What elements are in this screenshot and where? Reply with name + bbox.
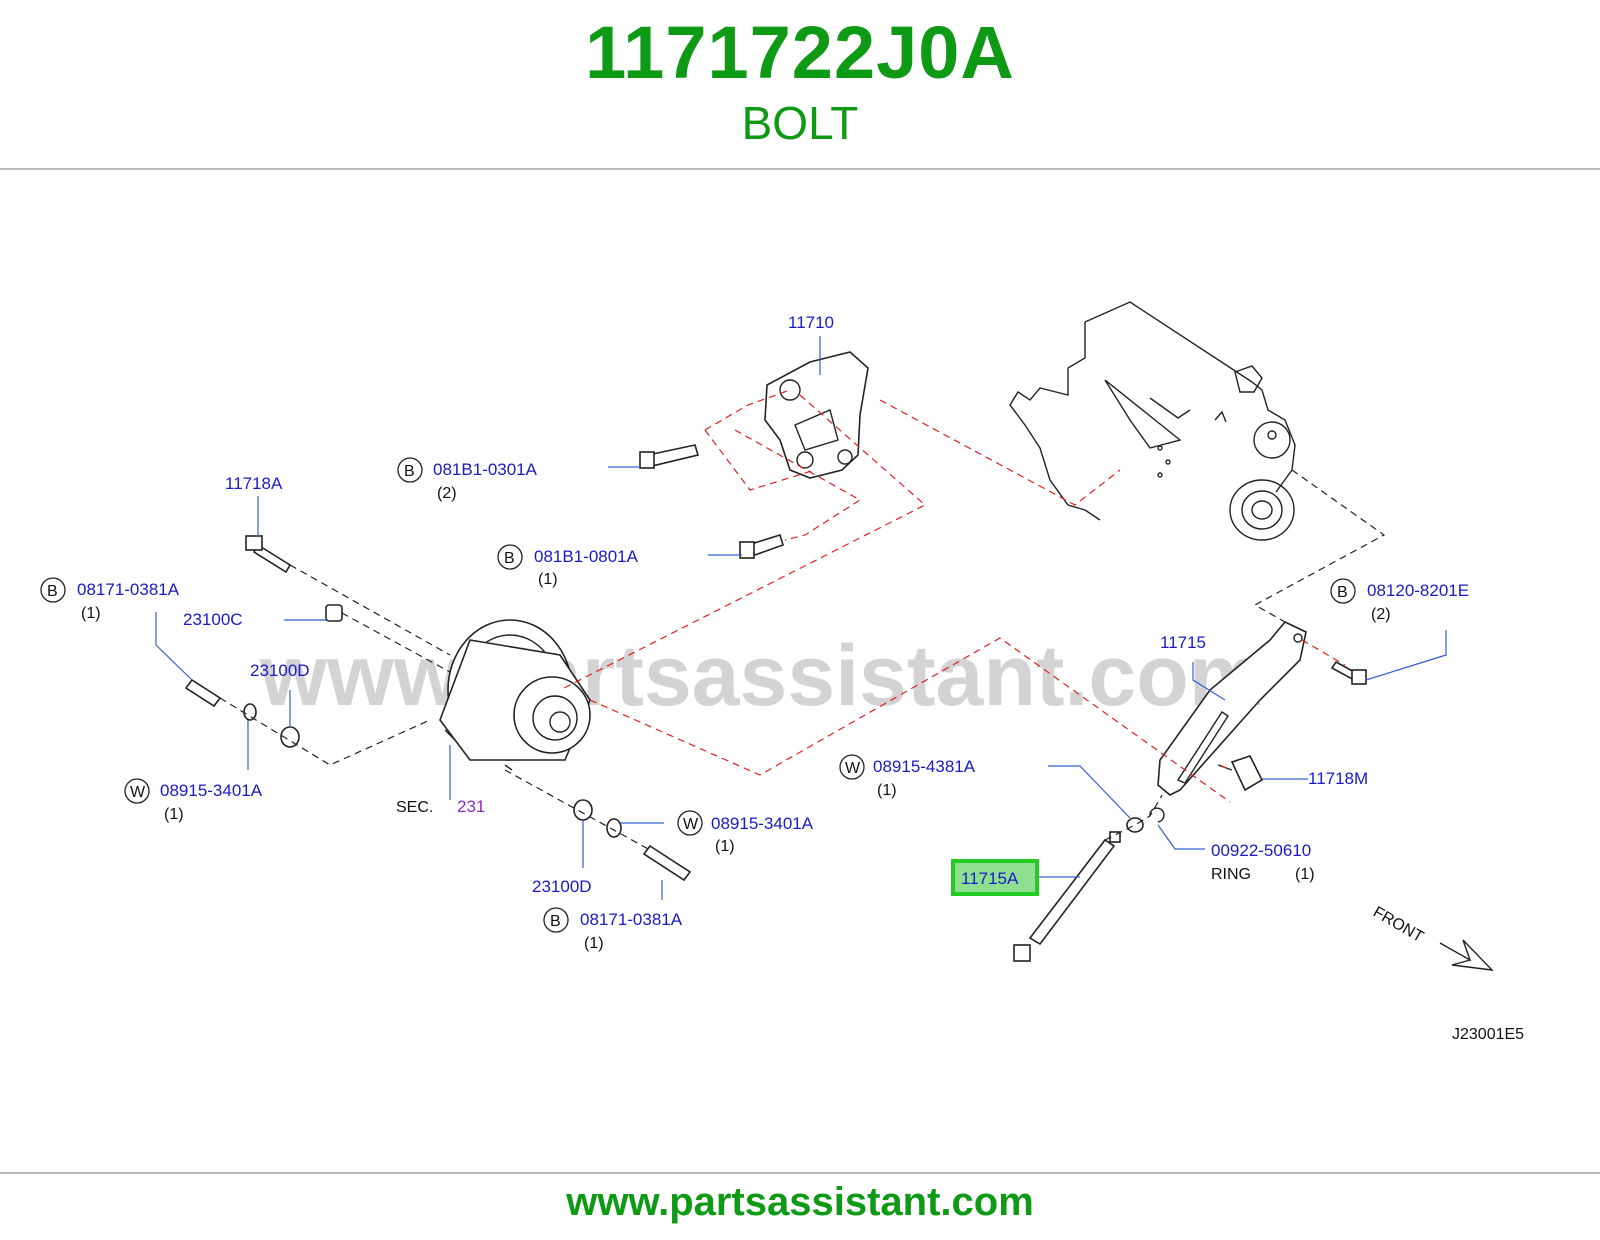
- callout-08915-4381A: W 08915-4381A (1): [839, 754, 976, 799]
- footer-website-link[interactable]: www.partsassistant.com: [566, 1180, 1034, 1224]
- qty-081B1-0801A: (1): [538, 571, 558, 588]
- front-label: FRONT: [1370, 904, 1426, 946]
- front-arrow-icon: [1439, 939, 1494, 971]
- callout-08915-3401A-right: W 08915-3401A (1): [677, 810, 814, 855]
- qty-08915-3401A-right: (1): [715, 838, 735, 855]
- engine-block-illustration: [1009, 301, 1296, 541]
- parts-diagram: www.partsassistant.com: [40, 301, 1524, 1043]
- label-08171-0381A-bottom[interactable]: 08171-0381A: [580, 910, 683, 929]
- callout-08915-3401A-left: W 08915-3401A (1): [124, 778, 263, 823]
- callout-00922-50610: 00922-50610 RING (1): [1211, 841, 1315, 883]
- qty-08915-4381A: (1): [877, 782, 897, 799]
- bolt-marker: B: [1337, 584, 1348, 601]
- label-11718M[interactable]: 11718M: [1308, 769, 1368, 788]
- label-11718A[interactable]: 11718A: [225, 474, 283, 493]
- label-08171-0381A-left[interactable]: 08171-0381A: [77, 580, 180, 599]
- label-08915-3401A-left[interactable]: 08915-3401A: [160, 781, 263, 800]
- bolt-11718M-illustration: [1217, 755, 1264, 792]
- label-08915-3401A-right[interactable]: 08915-3401A: [711, 814, 814, 833]
- qty-081B1-0301A: (2): [437, 485, 457, 502]
- footer-divider: [0, 1172, 1600, 1174]
- qty-08120-8201E: (2): [1371, 606, 1391, 623]
- part-name-subtitle: BOLT: [741, 97, 859, 149]
- fastener-illustrations: [184, 444, 1367, 962]
- part-number-title: 1171722J0A: [585, 11, 1015, 94]
- bolt-marker: B: [47, 583, 58, 600]
- section-number-link[interactable]: 231: [457, 797, 485, 816]
- qty-08915-3401A-left: (1): [164, 806, 184, 823]
- callout-08120-8201E: B 08120-8201E (2): [1330, 578, 1469, 623]
- highlighted-part-11715A[interactable]: 11715A: [951, 859, 1039, 896]
- callout-081B1-0301A: B 081B1-0301A (2): [397, 457, 538, 502]
- label-23100D-top[interactable]: 23100D: [250, 661, 310, 680]
- section-label: SEC.: [396, 799, 433, 816]
- watermark-text: www.partsassistant.com: [259, 628, 1265, 724]
- washer-marker: W: [845, 760, 861, 777]
- header-divider: [0, 168, 1600, 170]
- label-081B1-0801A[interactable]: 081B1-0801A: [534, 547, 639, 566]
- front-direction-indicator: FRONT: [1370, 904, 1494, 971]
- alternator-illustration: [439, 619, 591, 771]
- label-23100C[interactable]: 23100C: [183, 610, 243, 629]
- bracket-11710-illustration: [764, 351, 869, 479]
- leader-lines: [155, 336, 1447, 900]
- diagram-code: J23001E5: [1452, 1026, 1524, 1043]
- callout-081B1-0801A: B 081B1-0801A (1): [497, 544, 639, 588]
- qty-08171-0381A-bottom: (1): [584, 935, 604, 952]
- label-23100D-bottom[interactable]: 23100D: [532, 877, 592, 896]
- page-header: 1171722J0A BOLT: [0, 0, 1600, 168]
- label-11715A[interactable]: 11715A: [961, 869, 1019, 888]
- qty-00922-50610: (1): [1295, 866, 1315, 883]
- callout-08171-0381A-bottom: B 08171-0381A (1): [543, 907, 683, 952]
- label-08915-4381A[interactable]: 08915-4381A: [873, 757, 976, 776]
- assembly-lines-black: [219, 469, 1386, 851]
- assembly-lines-red: [559, 389, 1346, 803]
- label-11710[interactable]: 11710: [788, 313, 834, 332]
- label-08120-8201E[interactable]: 08120-8201E: [1367, 581, 1469, 600]
- bolt-marker: B: [504, 550, 515, 567]
- label-081B1-0301A[interactable]: 081B1-0301A: [433, 460, 538, 479]
- bolt-marker: B: [404, 463, 415, 480]
- washer-marker: W: [130, 784, 146, 801]
- qty-08171-0381A-left: (1): [81, 605, 101, 622]
- callout-08171-0381A-left: B 08171-0381A (1): [40, 577, 180, 622]
- bolt-marker: B: [550, 913, 561, 930]
- adjusting-bar-11715-illustration: [1157, 621, 1307, 796]
- label-00922-50610[interactable]: 00922-50610: [1211, 841, 1311, 860]
- washer-marker: W: [683, 816, 699, 833]
- ring-label: RING: [1211, 866, 1251, 883]
- callout-sec-231: SEC. 231: [396, 797, 485, 816]
- label-11715[interactable]: 11715: [1160, 633, 1206, 652]
